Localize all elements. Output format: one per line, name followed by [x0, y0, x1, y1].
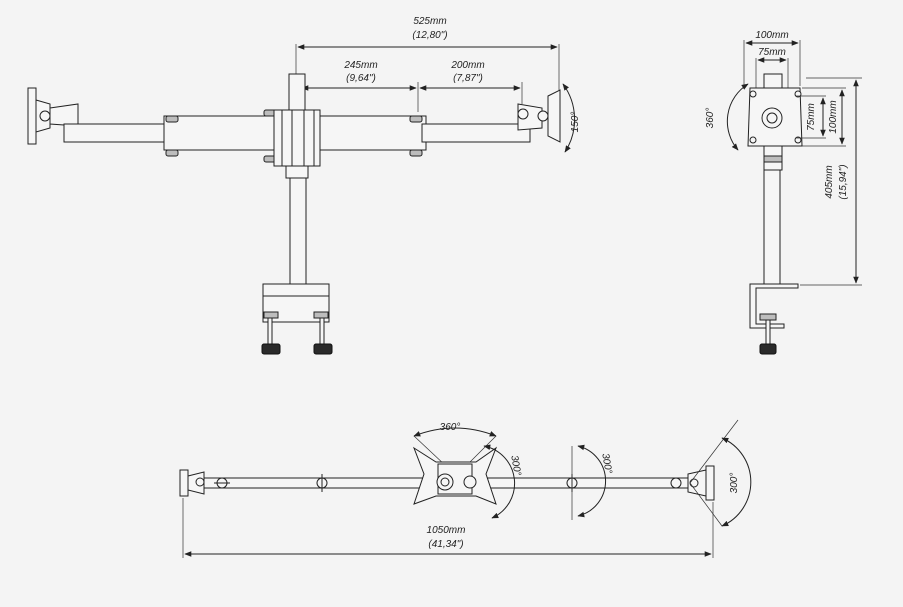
total-span-mm: 1050mm [427, 525, 466, 536]
top-rotation-indicator: 360° [413, 422, 497, 467]
height-inch: (15,94") [838, 164, 849, 199]
height-mm: 405mm [824, 165, 835, 198]
vesa-v-outer-label: 100mm [828, 100, 839, 133]
total-width-mm: 525mm [413, 16, 446, 27]
arm-segment-1-mm: 245mm [343, 60, 377, 71]
top-left-mount [179, 469, 230, 497]
right-arm-outer [421, 123, 531, 143]
top-right-mount: 300° [670, 419, 752, 527]
arm-segment-1-inch: (9,64") [346, 73, 376, 84]
front-view: 525mm (12,80") 245mm (9,64") 200mm (7,87… [27, 16, 581, 355]
side-vesa-plate [747, 73, 803, 171]
swivel-1-label: 300° [508, 454, 522, 476]
vesa-inner-label: 75mm [758, 47, 786, 58]
left-arm-inner [163, 115, 275, 151]
arm-segment-2-mm: 200mm [450, 60, 484, 71]
left-arm-outer [63, 123, 173, 143]
top-center-hub [412, 446, 498, 505]
side-view: 100mm 75mm 360° 75mm 100 [705, 30, 862, 355]
top-view: 360° 300° [179, 419, 752, 558]
tilt-angle-label: 150° [570, 112, 581, 133]
swivel-3-label: 300° [729, 473, 740, 494]
top-left-joint [316, 474, 328, 492]
swivel-2-label: 300° [599, 452, 613, 474]
tilt-angle-indicator: 150° [562, 83, 581, 153]
right-vesa-plate [517, 89, 561, 143]
top-swivel-1-indicator: 300° [483, 444, 523, 519]
dimension-arm-segments: 245mm (9,64") 200mm (7,87") [299, 60, 523, 112]
arm-segment-2-inch: (7,87") [453, 73, 483, 84]
side-clamp [749, 283, 799, 329]
top-right-joint: 300° [566, 444, 614, 520]
desk-clamp [261, 283, 333, 355]
side-rotation-label: 360° [705, 108, 716, 129]
side-pole [763, 169, 781, 285]
pole-top [288, 73, 306, 111]
side-rotation-indicator: 360° [705, 83, 749, 151]
vesa-outer-label: 100mm [755, 30, 788, 41]
vesa-v-inner-label: 75mm [806, 103, 817, 131]
pole [289, 177, 307, 285]
total-width-inch: (12,80") [412, 30, 447, 41]
left-vesa-plate [27, 87, 79, 145]
dimension-total-span: 1050mm (41,34") [182, 498, 714, 558]
top-rotation-label: 360° [440, 422, 461, 433]
total-span-inch: (41,34") [428, 539, 463, 550]
dimension-total-width: 525mm (12,80") [295, 16, 560, 110]
